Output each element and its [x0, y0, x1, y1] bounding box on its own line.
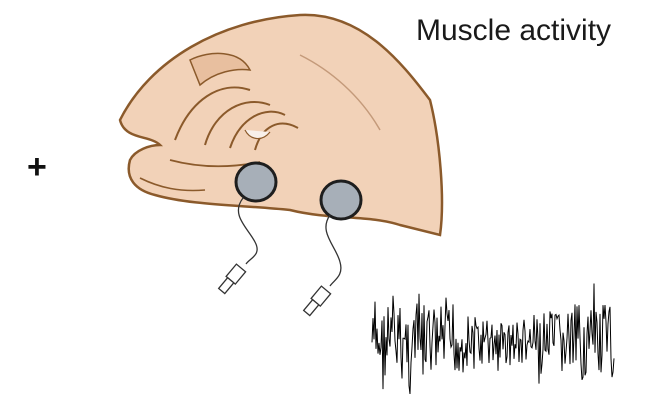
hand-illustration	[120, 15, 442, 235]
connector-right	[302, 286, 330, 317]
lead-wire-right	[326, 215, 341, 286]
electrode-right	[321, 181, 361, 219]
emg-signal-trace	[372, 284, 614, 395]
connector-left	[217, 264, 245, 295]
electrode-left	[236, 163, 276, 201]
